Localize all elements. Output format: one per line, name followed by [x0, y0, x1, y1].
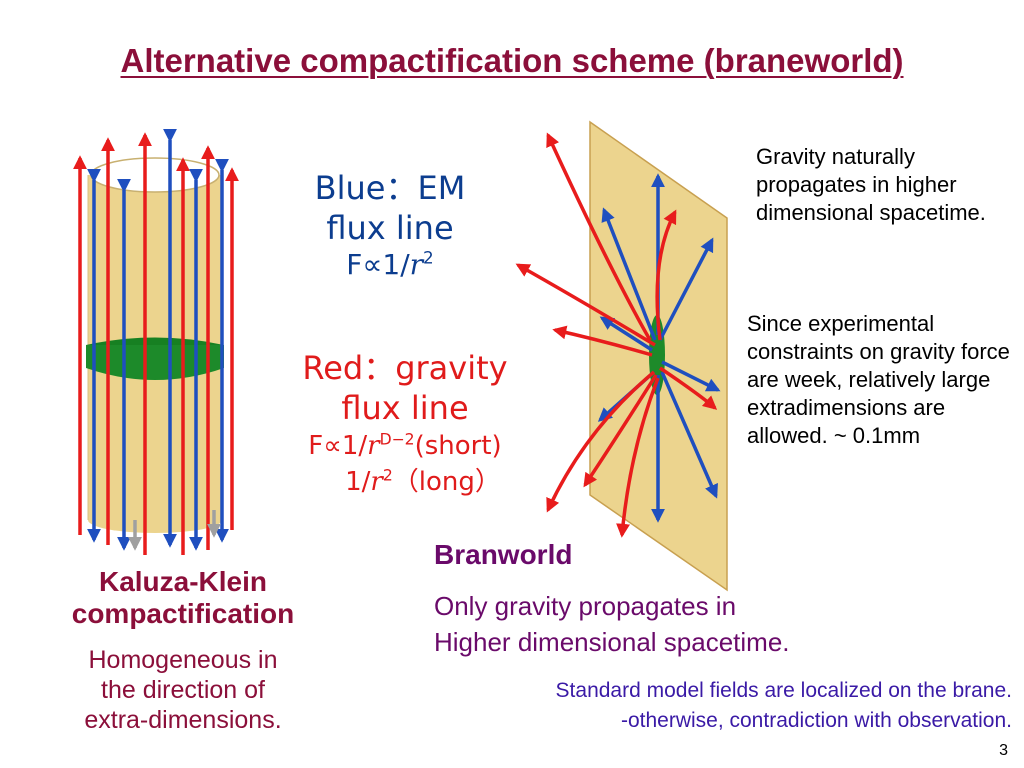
kk-title-line1: Kaluza-Klein: [98, 566, 268, 597]
kaluza-klein-title: Kaluza-Klein compactification: [30, 566, 336, 630]
em-formula-prefix: F∝1/: [346, 248, 410, 281]
braneworld-description: Only gravity propagates in Higher dimens…: [434, 588, 790, 660]
kk-desc-line3: extra-dimensions.: [84, 706, 282, 734]
gravity-formula-var: r: [367, 431, 380, 461]
page-number: 3: [999, 742, 1008, 759]
gravity-label-line2: flux line: [341, 389, 469, 427]
gravity-label-line1: Red：gravity: [302, 349, 508, 387]
gravity-formula-short: F∝1/rD−2(short): [270, 428, 540, 464]
brane-flux-lines: [515, 132, 721, 538]
braneworld-title: Branworld: [434, 539, 573, 570]
gravity-formula-long: 1/r2（long）: [270, 464, 540, 500]
em-label-line2: flux line: [326, 209, 454, 247]
gravity-formula2-prefix: 1/: [345, 467, 371, 497]
gravity-formula2-note: （long）: [392, 467, 501, 497]
kk-title-line2: compactification: [71, 598, 295, 629]
em-formula-var: r: [409, 248, 424, 281]
sm-line2: -otherwise, contradiction with observati…: [620, 709, 1012, 732]
standard-model-note: Standard model fields are localized on t…: [360, 676, 1012, 736]
kk-desc-line1: Homogeneous in: [88, 646, 278, 674]
slide-title: Alternative compactification scheme (bra…: [120, 42, 904, 79]
sm-line1: Standard model fields are localized on t…: [555, 679, 1012, 702]
gravity-formula2-var: r: [370, 467, 383, 497]
gravity-formula-note: (short): [414, 431, 502, 461]
gravity-note: Gravity naturally propagates in higher d…: [756, 144, 986, 225]
em-label-line1: Blue：EM: [314, 169, 466, 207]
em-formula-exp: 2: [423, 247, 434, 268]
bw-desc-line2: Higher dimensional spacetime.: [434, 627, 790, 657]
gravity-formula2-exp: 2: [382, 466, 393, 485]
kk-flux-lines: [73, 128, 239, 555]
em-formula: F∝1/r2: [290, 248, 490, 282]
bw-desc-line1: Only gravity propagates in: [434, 591, 737, 621]
gravity-formula-exp: D−2: [379, 430, 415, 449]
gravity-flux-label: Red：gravity flux line F∝1/rD−2(short) 1/…: [270, 348, 540, 500]
gravity-formula-prefix: F∝1/: [308, 431, 368, 461]
em-flux-label: Blue：EM flux line F∝1/r2: [290, 168, 490, 282]
kaluza-klein-description: Homogeneous in the direction of extra-di…: [30, 645, 336, 735]
kk-desc-line2: the direction of: [101, 676, 265, 704]
constraints-note: Since experimental constraints on gravit…: [747, 311, 1010, 448]
